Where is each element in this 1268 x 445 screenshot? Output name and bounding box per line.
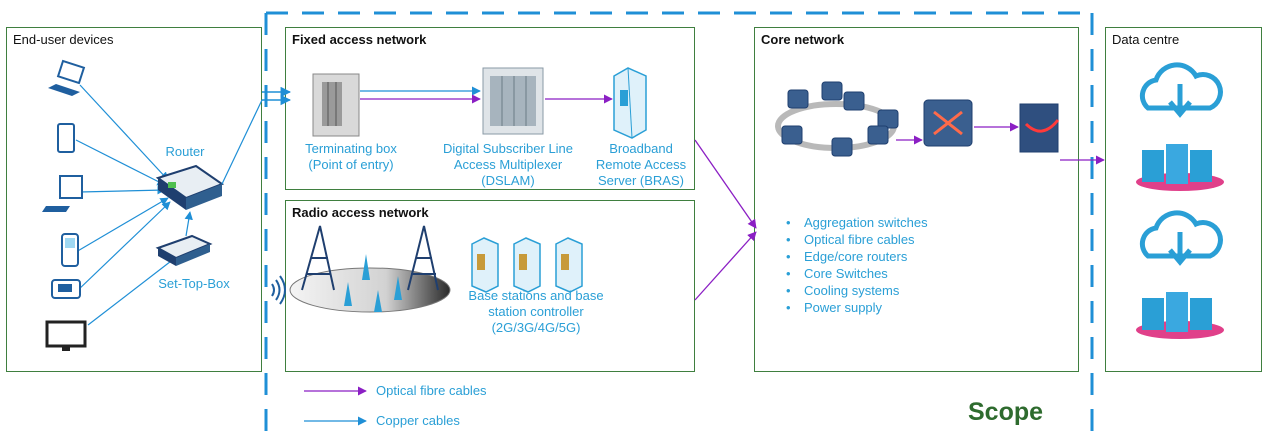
server-cluster-icon-2 bbox=[1136, 292, 1224, 339]
core-components-list: Aggregation switches Optical fibre cable… bbox=[786, 214, 928, 316]
base-stations-label-line1: Base stations and base bbox=[468, 288, 604, 303]
router-to-access-links bbox=[221, 86, 292, 185]
router-icon bbox=[155, 164, 225, 210]
legend-lines bbox=[304, 386, 367, 426]
set-top-box-label: Set-Top-Box bbox=[158, 276, 230, 291]
dslam-label-line2: Access Multiplexer bbox=[453, 157, 563, 172]
end-user-devices-box: End-user devices bbox=[6, 27, 262, 372]
desk-phone-icon bbox=[51, 279, 81, 299]
cloud-download-icon bbox=[1139, 62, 1223, 118]
access-to-core-links bbox=[694, 139, 757, 301]
core-network-title: Core network bbox=[761, 32, 845, 47]
scope-label: Scope bbox=[968, 398, 1044, 426]
legend-optical-label: Optical fibre cables bbox=[376, 383, 487, 398]
router-label: Router bbox=[165, 144, 205, 159]
list-item: Cooling systems bbox=[786, 282, 928, 299]
wireless-signal-icon bbox=[271, 275, 286, 305]
laptop-icon bbox=[48, 59, 86, 96]
terminating-box-label: Terminating box (Point of entry) bbox=[286, 141, 416, 173]
bras-label: Broadband Remote Access Server (BRAS) bbox=[586, 141, 696, 189]
bras-server-icon bbox=[613, 67, 647, 139]
data-centre-title: Data centre bbox=[1112, 32, 1180, 47]
fixed-access-network-title: Fixed access network bbox=[292, 32, 427, 47]
end-user-devices-title: End-user devices bbox=[13, 32, 114, 47]
scope-boundary bbox=[264, 11, 1094, 432]
tablet-icon bbox=[57, 123, 75, 153]
cloud-download-icon-2 bbox=[1139, 210, 1223, 266]
radio-towers-icon bbox=[289, 225, 451, 313]
fixed-access-links bbox=[360, 86, 613, 104]
television-icon bbox=[45, 320, 87, 351]
terminating-box-icon bbox=[312, 73, 360, 137]
edge-router-icon bbox=[923, 99, 973, 147]
list-item: Optical fibre cables bbox=[786, 231, 928, 248]
base-stations-label-line2: station controller bbox=[488, 304, 584, 319]
mobile-phone-icon bbox=[61, 233, 79, 267]
core-internal-links bbox=[896, 122, 1105, 165]
legend-copper-label: Copper cables bbox=[376, 413, 460, 428]
dslam-label: Digital Subscriber Line Access Multiplex… bbox=[428, 141, 588, 189]
base-stations-label-line3: (2G/3G/4G/5G) bbox=[491, 320, 581, 335]
list-item: Power supply bbox=[786, 299, 928, 316]
server-cluster-icon bbox=[1136, 144, 1224, 191]
core-switch-icons bbox=[781, 81, 899, 157]
terminating-box-label-line2: (Point of entry) bbox=[308, 157, 394, 172]
device-links bbox=[75, 84, 176, 326]
list-item: Edge/core routers bbox=[786, 248, 928, 265]
base-station-icons bbox=[471, 237, 583, 293]
dslam-icon bbox=[482, 67, 544, 135]
terminating-box-label-line1: Terminating box bbox=[305, 141, 397, 156]
base-stations-label: Base stations and base station controlle… bbox=[448, 288, 624, 336]
bras-label-line2: Remote Access bbox=[595, 157, 687, 172]
core-server-icon bbox=[1019, 103, 1060, 153]
bras-label-line1: Broadband bbox=[609, 141, 673, 156]
radio-access-network-title: Radio access network bbox=[292, 205, 429, 220]
bras-label-line3: Server (BRAS) bbox=[598, 173, 684, 188]
list-item: Aggregation switches bbox=[786, 214, 928, 231]
stb-router-link bbox=[184, 211, 193, 237]
dslam-label-line3: (DSLAM) bbox=[481, 173, 535, 188]
desktop-computer-icon bbox=[42, 175, 83, 212]
dslam-label-line1: Digital Subscriber Line bbox=[442, 141, 574, 156]
set-top-box-icon bbox=[155, 234, 213, 266]
list-item: Core Switches bbox=[786, 265, 928, 282]
